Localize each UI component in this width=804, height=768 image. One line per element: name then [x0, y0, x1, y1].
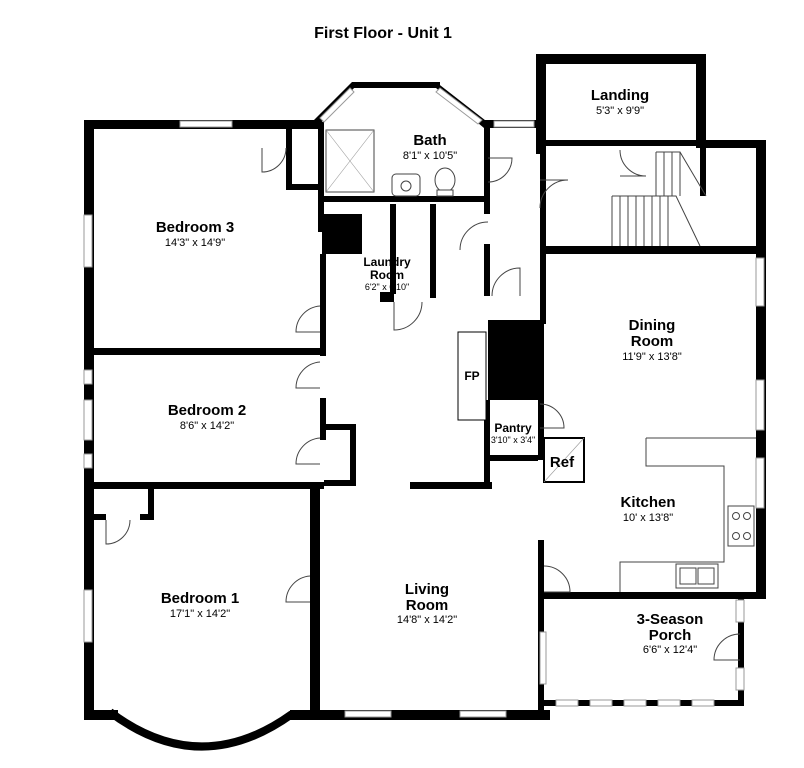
laundry-name-2: Room: [370, 268, 404, 282]
porch-dim: 6'6" x 12'4": [643, 644, 697, 656]
bedroom3-dim: 14'3" x 14'9": [165, 237, 225, 249]
fp-name: FP: [464, 369, 479, 383]
bedroom2-name: Bedroom 2: [168, 402, 246, 419]
living-dim: 14'8" x 14'2": [397, 614, 457, 626]
porch-name-1: 3-Season: [637, 611, 704, 628]
dining-dim: 11'9" x 13'8": [622, 351, 682, 363]
toilet: [434, 167, 456, 193]
kitchen-name: Kitchen: [620, 494, 675, 511]
sink: [391, 173, 421, 197]
room-labels: Landing 5'3" x 9'9" Bath 8'1" x 10'5" Be…: [156, 87, 704, 656]
bedroom1-name: Bedroom 1: [161, 590, 239, 607]
windows: [83, 87, 765, 718]
bedroom3-name: Bedroom 3: [156, 219, 234, 236]
laundry-name-1: Laundry: [363, 255, 411, 269]
bedroom2-dim: 8'6" x 14'2": [180, 420, 234, 432]
ref-name: Ref: [550, 454, 575, 471]
bath-name: Bath: [413, 132, 446, 149]
pantry-name: Pantry: [494, 421, 532, 435]
living-name-2: Room: [406, 597, 449, 614]
dining-name-1: Dining: [629, 317, 676, 334]
landing-name: Landing: [591, 87, 649, 104]
landing-dim: 5'3" x 9'9": [596, 105, 644, 117]
bedroom1-dim: 17'1" x 14'2": [170, 608, 230, 620]
laundry-dim: 6'2" x 6'10": [365, 282, 409, 292]
living-name-1: Living: [405, 581, 449, 598]
dining-name-2: Room: [631, 333, 674, 350]
stairs: [611, 151, 707, 247]
stove: [727, 505, 755, 547]
bath-dim: 8'1" x 10'5": [403, 150, 457, 162]
fixtures: [325, 129, 756, 592]
floor-title: First Floor - Unit 1: [314, 25, 452, 42]
kitchen-dim: 10' x 13'8": [623, 512, 673, 524]
walls: [84, 54, 766, 751]
doors: [105, 147, 741, 661]
porch-name-2: Porch: [649, 627, 692, 644]
pantry-dim: 3'10" x 3'4": [491, 435, 535, 445]
